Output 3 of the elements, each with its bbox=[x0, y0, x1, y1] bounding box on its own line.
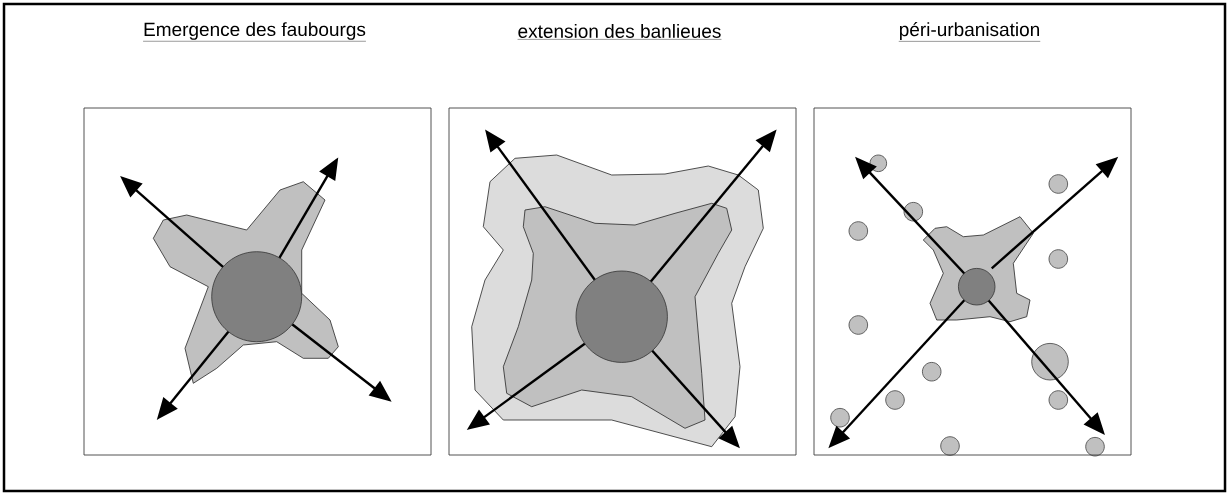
panel-title: Emergence des faubourgs bbox=[142, 22, 367, 42]
panel-title: extension des banlieues bbox=[517, 24, 722, 40]
panel-title: péri-urbanisation bbox=[898, 22, 1041, 42]
